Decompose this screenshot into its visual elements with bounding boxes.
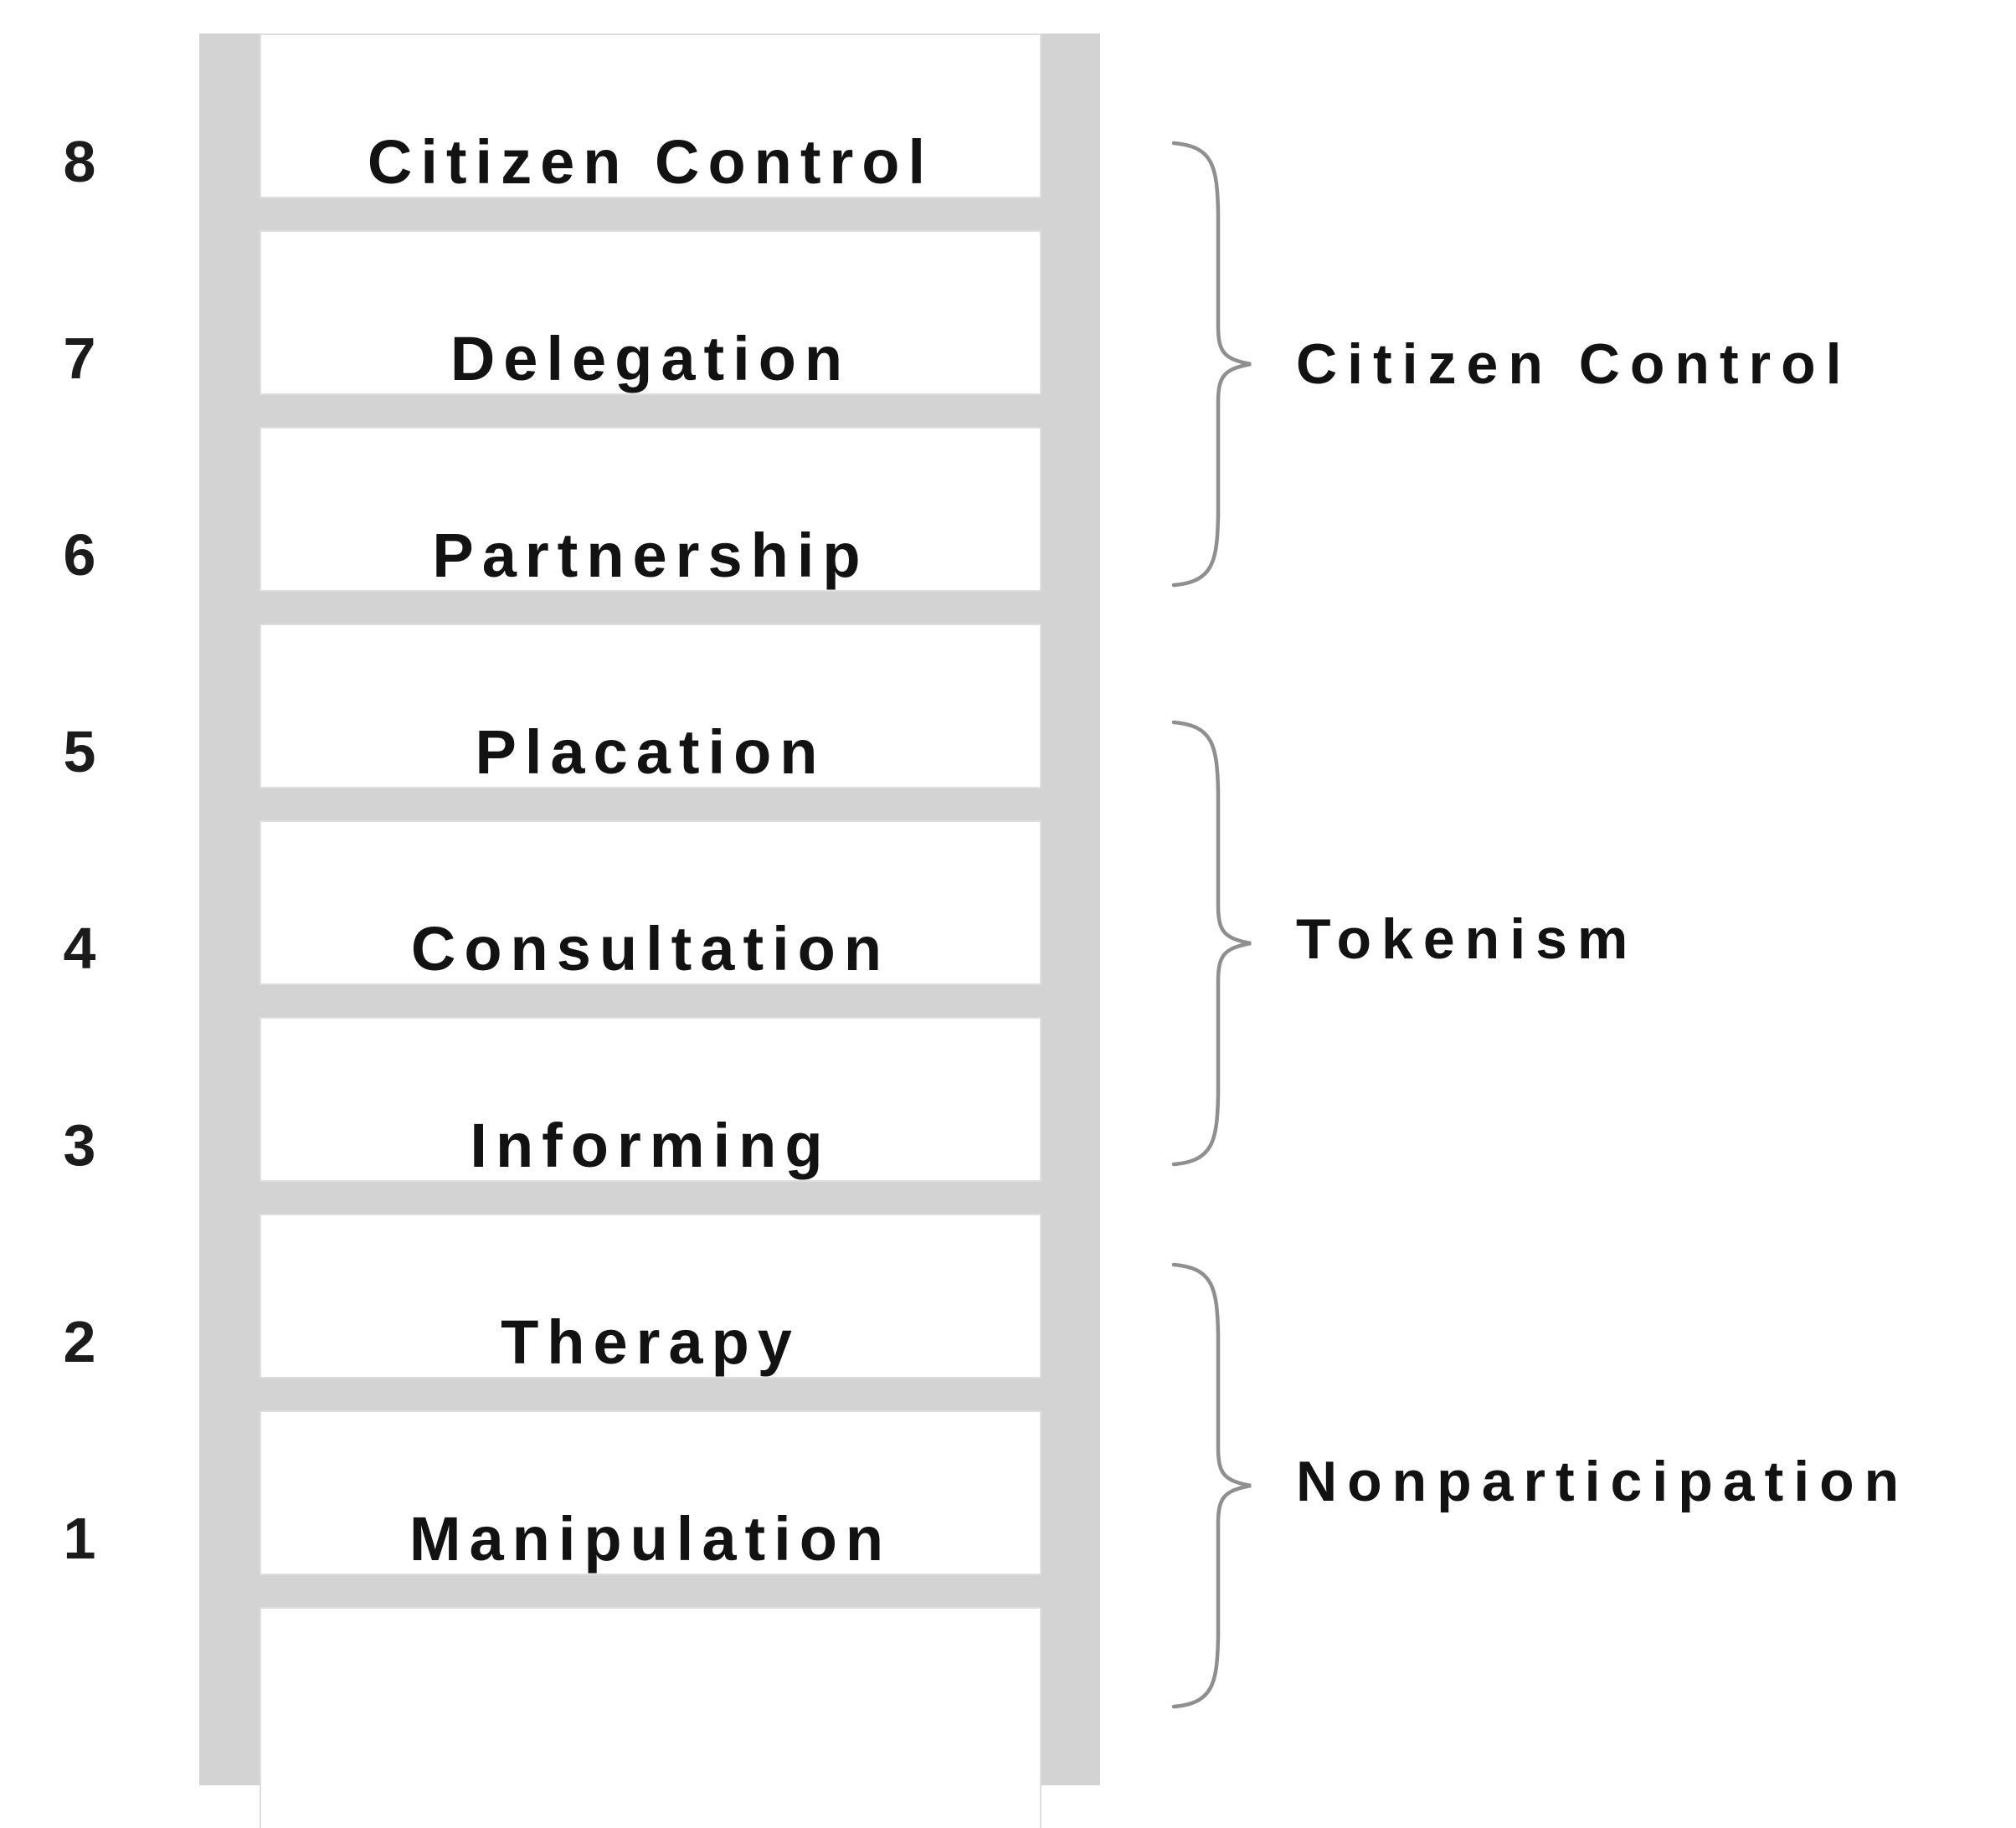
group-label-tokenism: Tokenism <box>1296 907 1638 971</box>
group-label-citizen-control: Citizen Control <box>1296 332 1852 396</box>
rung-number-3: 3 <box>63 1112 96 1178</box>
rung-label-1: Manipulation <box>409 1504 892 1574</box>
rung-box-8: Citizen Control <box>260 33 1041 198</box>
rung-label-6: Partnership <box>432 521 869 590</box>
rung-number-1: 1 <box>63 1506 96 1571</box>
rung-number-7: 7 <box>63 326 96 391</box>
brace-tokenism-icon <box>1171 720 1252 1167</box>
brace-citizen-control-icon <box>1171 141 1252 588</box>
brace-nonparticipation-icon <box>1171 1262 1252 1709</box>
rung-label-7: Delegation <box>450 324 851 393</box>
rung-box-2: Therapy <box>260 1214 1041 1379</box>
rung-box-3: Informing <box>260 1017 1041 1182</box>
rung-label-3: Informing <box>470 1111 831 1180</box>
rung-number-2: 2 <box>63 1309 96 1374</box>
rung-box-4: Consultation <box>260 820 1041 985</box>
rung-label-8: Citizen Control <box>367 127 934 197</box>
rung-label-5: Placation <box>475 717 826 787</box>
rung-box-5: Placation <box>260 624 1041 788</box>
rung-label-4: Consultation <box>410 914 891 983</box>
rung-box-1: Manipulation <box>260 1410 1041 1575</box>
rung-number-5: 5 <box>63 719 96 784</box>
rung-box-7: Delegation <box>260 230 1041 395</box>
rung-number-6: 6 <box>63 522 96 588</box>
rung-box-empty <box>260 1607 1041 1828</box>
rung-number-4: 4 <box>63 916 96 981</box>
rung-label-2: Therapy <box>501 1307 800 1377</box>
group-label-nonparticipation: Nonparticipation <box>1296 1450 1910 1513</box>
rung-number-8: 8 <box>63 129 96 194</box>
rung-box-6: Partnership <box>260 427 1041 592</box>
